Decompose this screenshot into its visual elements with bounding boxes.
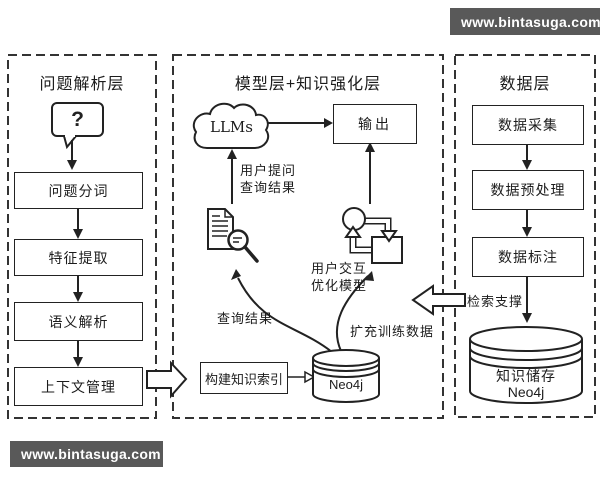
llm-label: LLMs [210, 118, 253, 136]
watermark-top: www.bintasuga.com [450, 8, 600, 35]
node-feature-extraction: 特征提取 [14, 239, 143, 276]
label-knowledge-storage: 知识储存 [496, 368, 556, 384]
frame-model-layer [172, 54, 444, 419]
llm-cloud-icon [192, 102, 270, 149]
label-optimize-model: 优化模型 [311, 278, 368, 293]
neo4j-label: Neo4j [329, 377, 363, 392]
node-word-segmentation: 问题分词 [14, 172, 143, 209]
block-arrow-left-icon [411, 284, 466, 316]
middle-arrows [231, 122, 371, 204]
index-arrowhead [304, 370, 316, 384]
watermark-bottom: www.bintasuga.com [10, 441, 163, 467]
node-data-collection: 数据采集 [472, 105, 584, 145]
node-context-management: 上下文管理 [14, 367, 143, 406]
label-user-question-up: 用户提问 [240, 163, 297, 178]
question-bubble-icon [51, 102, 104, 150]
frame-data-layer [454, 54, 596, 418]
node-data-annotation: 数据标注 [472, 237, 584, 277]
title-model-layer: 模型层+知识强化层 [234, 76, 382, 93]
frame-question-parsing-layer [7, 54, 157, 419]
curved-arrowheads [231, 269, 374, 281]
left-flow-arrowheads [67, 160, 83, 367]
label-query-result: 查询结果 [217, 311, 274, 326]
label-retrieval-support: 检索支撑 [467, 294, 524, 309]
block-arrow-right-icon [146, 360, 188, 399]
node-semantic-parsing: 语义解析 [14, 302, 143, 341]
question-mark-glyph: ? [71, 107, 84, 131]
title-question-parsing-layer: 问题解析层 [39, 76, 125, 93]
label-expand-training-data: 扩充训练数据 [350, 324, 435, 339]
right-flow-arrowheads [522, 160, 532, 323]
label-storage-neo4j: Neo4j [507, 384, 545, 400]
knowledge-storage-icon [469, 326, 583, 404]
node-data-preprocessing: 数据预处理 [472, 170, 584, 210]
middle-arrowheads [227, 118, 375, 159]
node-build-knowledge-index: 构建知识索引 [200, 362, 288, 394]
label-query-result-up: 查询结果 [240, 180, 297, 195]
neo4j-database-icon [312, 349, 380, 403]
node-output: 输出 [333, 104, 417, 144]
curved-arrows [237, 275, 369, 353]
user-interaction-icon [342, 207, 403, 264]
left-flow-arrows [71, 140, 79, 358]
query-document-icon [207, 208, 259, 263]
label-user-interaction: 用户交互 [311, 261, 368, 276]
title-data-layer: 数据层 [499, 76, 551, 93]
